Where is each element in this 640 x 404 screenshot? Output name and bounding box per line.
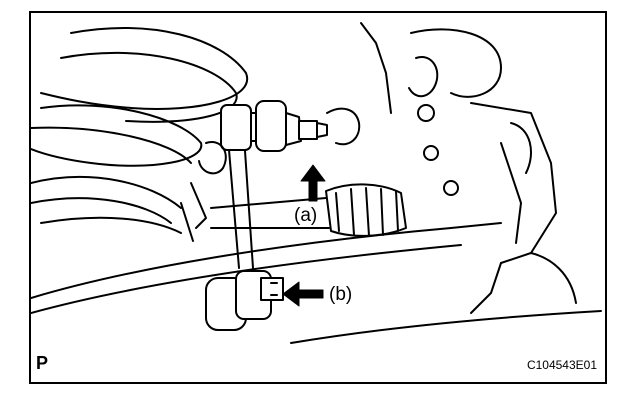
arrow-up-icon <box>300 164 326 202</box>
view-letter: P <box>36 353 49 373</box>
steering-knuckle <box>360 22 577 314</box>
coil-spring <box>31 27 249 167</box>
shock-absorber <box>31 176 182 234</box>
lower-arm <box>31 222 602 344</box>
callout-label-a: (a) <box>293 205 319 227</box>
stabilizer-link <box>180 100 361 331</box>
callout-label-b: (b) <box>328 284 354 306</box>
drive-shaft-boot <box>210 183 407 237</box>
figure-code: C104543E01 <box>526 358 597 372</box>
arrow-left-icon <box>282 281 324 307</box>
illustration-frame: (a) (b) P C104543E01 <box>29 11 607 384</box>
suspension-illustration <box>31 22 602 344</box>
